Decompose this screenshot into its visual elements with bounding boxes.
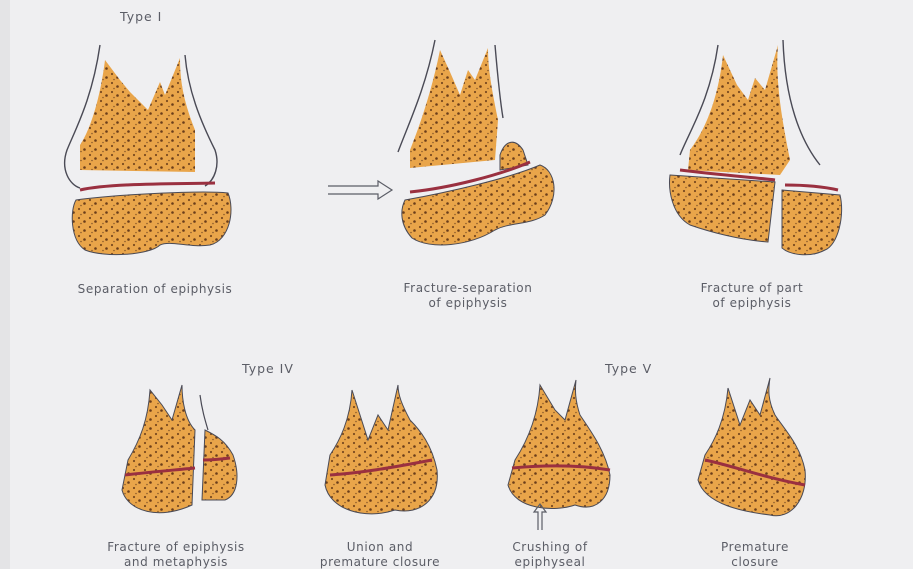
type-5-label: Type V (605, 361, 652, 376)
arrow-pointer-icon (328, 181, 392, 199)
union-closure-bone (325, 385, 437, 514)
crushing-bone (508, 380, 610, 508)
caption-separation: Separation of epiphysis (60, 282, 250, 297)
caption-fracture-separation: Fracture-separation of epiphysis (378, 281, 558, 311)
caption-fracture-metaphysis: Fracture of epiphysis and metaphysis (86, 540, 266, 569)
type-1-bone (65, 45, 231, 255)
type-4-label: Type IV (242, 361, 294, 376)
premature-closure-bone (698, 378, 805, 516)
caption-union: Union and premature closure (305, 540, 455, 569)
caption-crushing: Crushing of epiphyseal (485, 540, 615, 569)
caption-fracture-part: Fracture of part of epiphysis (672, 281, 832, 311)
type-3-bone (670, 40, 842, 255)
type-1-label: Type I (120, 9, 162, 24)
type-4-fracture-bone (122, 385, 237, 513)
caption-premature: Premature closure (690, 540, 820, 569)
type-2-bone (398, 40, 554, 245)
